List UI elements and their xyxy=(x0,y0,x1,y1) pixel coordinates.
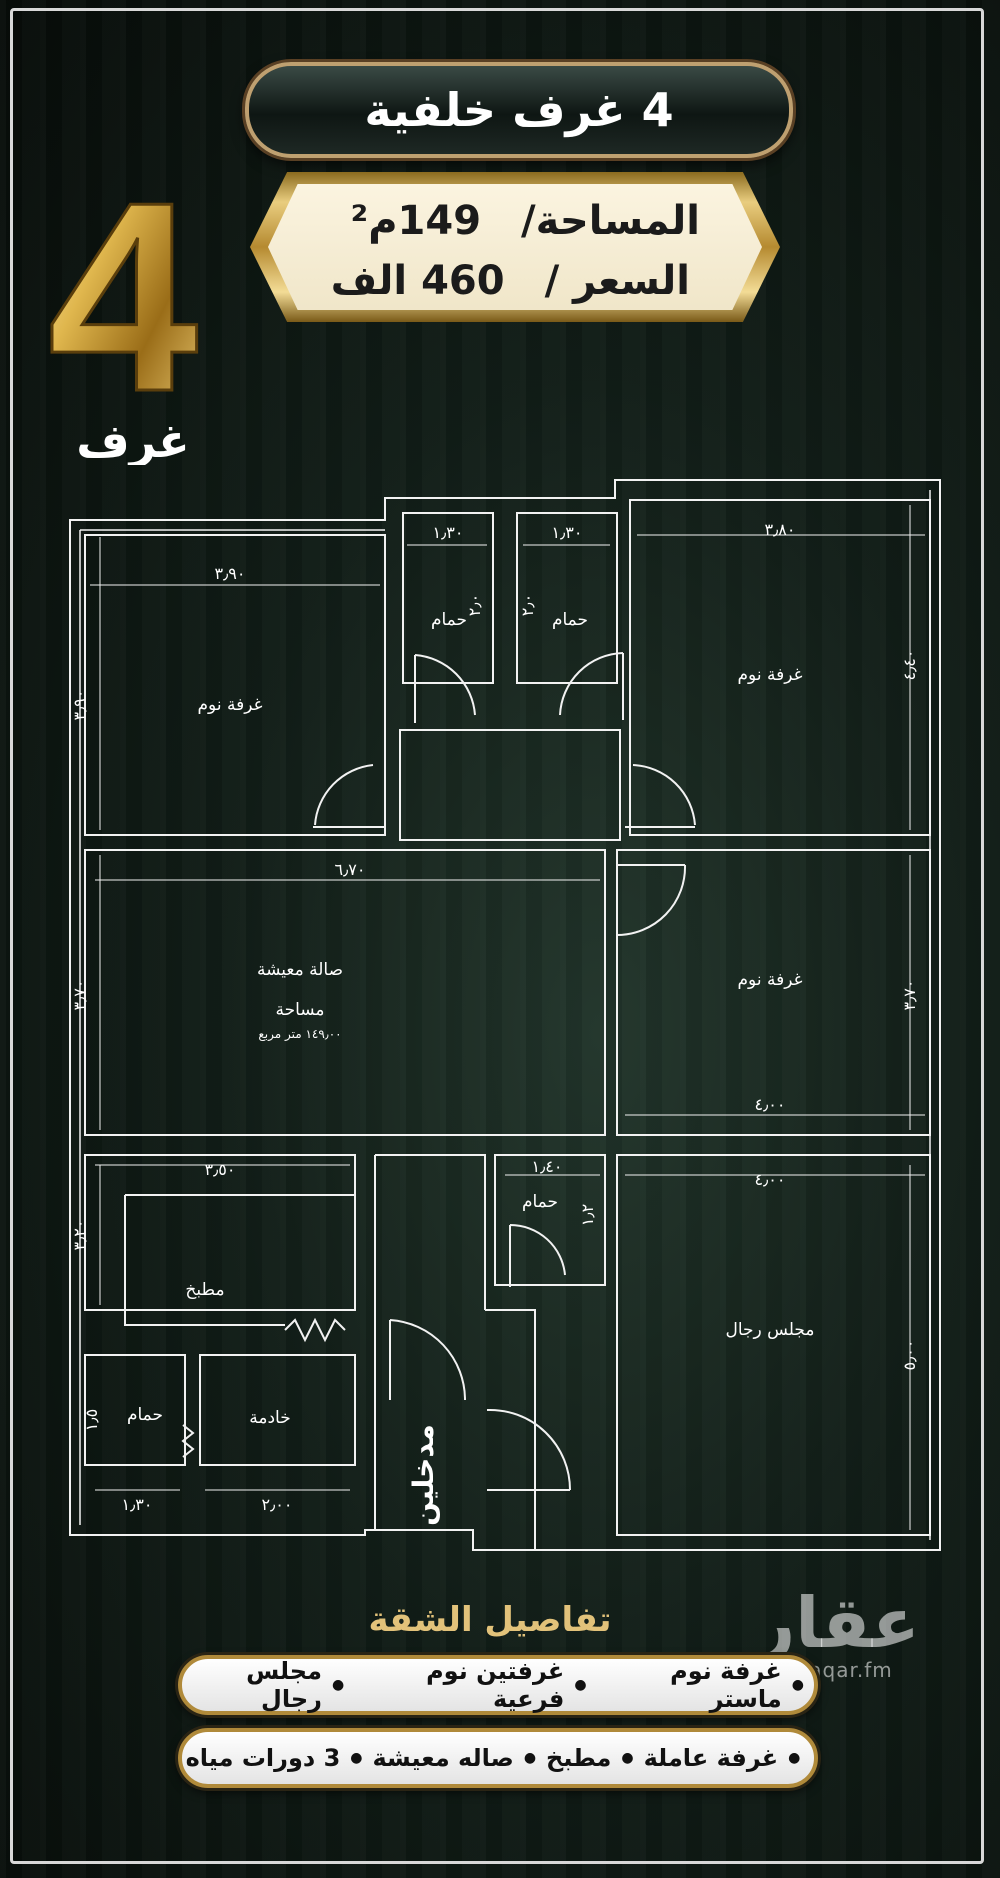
label-bedroom-left: غرفة نوم xyxy=(198,695,263,715)
floor-plan: غرفة نوم غرفة نوم غرفة نوم حمام حمام حما… xyxy=(69,479,941,1551)
inner-wall-line xyxy=(79,490,931,1540)
dim-bedroom-left-width: ٣٫٩٠ xyxy=(215,564,246,583)
dim-bath-3-width: ١٫٣٠ xyxy=(122,1495,153,1514)
detail-item: 3 دورات مياه xyxy=(185,1744,341,1772)
label-bedroom-right-top: غرفة نوم xyxy=(738,665,803,685)
dim-majlis-width: ٤٫٠٠ xyxy=(755,1170,786,1189)
label-area-value: ١٤٩٫٠٠ متر مربع xyxy=(258,1027,341,1042)
label-living: صالة معيشة xyxy=(257,960,343,980)
badge-number: 4 xyxy=(48,175,200,448)
bullet-icon: ● xyxy=(574,1677,587,1693)
bedroom-right-top-walls xyxy=(629,499,931,836)
dim-bath-4-width: ١٫٤٠ xyxy=(532,1157,563,1176)
detail-item: مجلس رجال xyxy=(246,1657,322,1713)
door-bedroom-right-top xyxy=(625,764,696,828)
area-value: 149م² xyxy=(350,198,482,244)
dim-bedroom-right-top-width: ٣٫٨٠ xyxy=(765,520,796,539)
door-bedroom-left xyxy=(313,764,385,828)
watermark-logo: عقار xyxy=(755,1582,920,1664)
label-maid: خادمة xyxy=(249,1408,290,1428)
door-entrance-2 xyxy=(486,1408,571,1491)
bathroom-3-walls xyxy=(84,1354,186,1466)
dim-living-width: ٦٫٧٠ xyxy=(335,860,366,879)
bullet-icon: ● xyxy=(523,1750,537,1766)
details-title: تفاصيل الشقة xyxy=(368,1600,612,1640)
dim-living-height: ٣٫٧٠ xyxy=(70,980,89,1011)
bathroom-2-walls xyxy=(516,512,618,684)
label-bathroom-3: حمام xyxy=(127,1405,163,1425)
watermark: عقار sa.aqar.fm xyxy=(755,1582,920,1682)
label-men-majlis: مجلس رجال xyxy=(725,1320,814,1340)
dim-bedroom-right-mid-height: ٣٫٧٠ xyxy=(900,980,919,1011)
outer-wall xyxy=(69,479,941,1551)
detail-item: غرفتين نوم فرعية xyxy=(426,1657,565,1713)
label-bedroom-right-mid: غرفة نوم xyxy=(738,970,803,990)
price-row: السعر / 460 الف xyxy=(331,258,690,304)
page-title: 4 غرف خلفية xyxy=(364,83,674,137)
bedroom-right-mid-walls xyxy=(616,849,931,1136)
bedroom-left-walls xyxy=(84,534,386,836)
badge-label: غرف xyxy=(76,414,189,465)
info-plate xyxy=(268,184,762,310)
bathroom-4-walls xyxy=(494,1154,606,1286)
door-bedroom-right-mid xyxy=(616,864,687,936)
dim-majlis-height: ٥٫٠٠ xyxy=(900,1340,919,1371)
details-row-2: ● غرفة عاملة ● مطبخ ● صاله معيشة ● 3 دور… xyxy=(178,1728,818,1788)
dim-bedroom-right-top-height: ٤٫٤٠ xyxy=(900,650,919,681)
detail-item: صاله معيشة xyxy=(372,1744,514,1772)
area-label: المساحة/ xyxy=(521,198,700,244)
door-bath-1 xyxy=(414,654,476,723)
title-banner: 4 غرف خلفية xyxy=(245,62,793,158)
hall-walls xyxy=(374,1154,536,1550)
details-row-1: ● غرفة نوم ماستر ● غرفتين نوم فرعية ● مج… xyxy=(178,1655,818,1715)
price-label: السعر / xyxy=(544,258,690,304)
detail-item: غرفة عاملة xyxy=(643,1744,779,1772)
dim-bath-2-height: ٢٫٠ xyxy=(518,594,537,616)
label-entrance: مدخلين xyxy=(407,1424,440,1526)
bullet-icon: ● xyxy=(788,1750,801,1766)
dim-bedroom-right-mid-width: ٤٫٠٠ xyxy=(755,1095,786,1114)
kitchen-walls xyxy=(84,1154,356,1326)
detail-item: غرفة نوم ماستر xyxy=(670,1657,782,1713)
dim-maid-width: ٢٫٠٠ xyxy=(262,1495,293,1514)
door-bath-4 xyxy=(509,1223,566,1287)
dim-bath-4-height: ١٫٢ xyxy=(578,1204,597,1226)
sliding-door-marks xyxy=(181,1317,346,1458)
dim-bath-2-width: ١٫٣٠ xyxy=(552,523,583,542)
label-bathroom-4: حمام xyxy=(522,1192,558,1212)
label-area-word: مساحة xyxy=(275,1000,324,1020)
dim-bedroom-left-height: ٣٫٩٠ xyxy=(70,690,89,721)
bullet-icon: ● xyxy=(621,1750,634,1766)
majlis-walls xyxy=(616,1154,931,1536)
bullet-icon: ● xyxy=(331,1677,345,1693)
corridor-walls xyxy=(399,729,621,841)
door-entrance-1 xyxy=(389,1319,467,1401)
bathroom-1-walls xyxy=(402,512,494,684)
area-row: المساحة/ 149م² xyxy=(351,198,700,244)
dim-kitchen-height: ٣٫٢٠ xyxy=(70,1220,89,1251)
rooms-count-badge: 4 غرف xyxy=(46,175,201,465)
dim-bath-1-width: ١٫٣٠ xyxy=(433,523,464,542)
label-kitchen: مطبخ xyxy=(185,1280,224,1300)
maid-walls xyxy=(199,1354,356,1466)
living-walls xyxy=(84,849,606,1136)
detail-item: مطبخ xyxy=(546,1744,612,1772)
bullet-icon: ● xyxy=(791,1677,804,1693)
border-frame xyxy=(10,8,984,1864)
bullet-icon: ● xyxy=(350,1750,363,1766)
dim-bath-1-height: ٢٫٠ xyxy=(465,594,484,616)
dim-bath-3-height: ١٫٥ xyxy=(82,1409,101,1431)
door-bath-2 xyxy=(559,652,624,720)
label-bathroom-2: حمام xyxy=(552,610,588,630)
price-value: 460 الف xyxy=(330,258,505,304)
label-bathroom-1: حمام xyxy=(431,610,467,630)
dim-kitchen-width: ٣٫٥٠ xyxy=(205,1160,236,1179)
